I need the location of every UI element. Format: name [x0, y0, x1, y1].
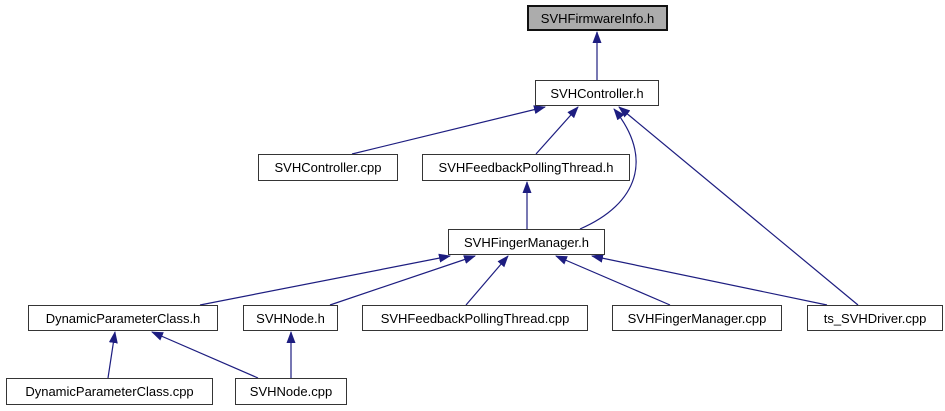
node-svhfingermanager-cpp[interactable]: SVHFingerManager.cpp [612, 305, 782, 331]
edge-svhnode-cpp-to-dynamicparameterclass-h [151, 331, 259, 379]
edge-svhfingermanager-cpp-to-svhfingermanager-h [555, 255, 671, 306]
edge-dynamicparameterclass-cpp-to-dynamicparameterclass-h [107, 331, 118, 379]
edge-svhfeedbackpollingthread-h-to-svhcontroller-h [535, 106, 579, 155]
edge-svhcontroller-cpp-to-svhcontroller-h [351, 105, 546, 155]
node-svhfingermanager-h[interactable]: SVHFingerManager.h [448, 229, 605, 255]
edge-ts-svhdriver-cpp-to-svhfingermanager-h [591, 253, 828, 306]
node-ts-svhdriver-cpp[interactable]: ts_SVHDriver.cpp [807, 305, 943, 331]
node-dynamicparameterclass-h[interactable]: DynamicParameterClass.h [28, 305, 218, 331]
node-svhfeedbackpollingthread-cpp[interactable]: SVHFeedbackPollingThread.cpp [362, 305, 588, 331]
node-svhfeedbackpollingthread-h[interactable]: SVHFeedbackPollingThread.h [422, 154, 630, 181]
node-dynamicparameterclass-cpp[interactable]: DynamicParameterClass.cpp [6, 378, 213, 405]
node-svhcontroller-cpp[interactable]: SVHController.cpp [258, 154, 398, 181]
edge-svhfingermanager-h-to-svhcontroller-h [579, 108, 637, 230]
edge-dynamicparameterclass-h-to-svhfingermanager-h [199, 253, 451, 306]
node-svhcontroller-h[interactable]: SVHController.h [535, 80, 659, 106]
node-svhfirmwareinfo-h: SVHFirmwareInfo.h [527, 5, 668, 31]
edge-ts-svhdriver-cpp-to-svhcontroller-h [618, 106, 859, 306]
node-svhnode-h[interactable]: SVHNode.h [243, 305, 338, 331]
node-svhnode-cpp[interactable]: SVHNode.cpp [235, 378, 347, 405]
edge-svhnode-h-to-svhfingermanager-h [329, 255, 476, 306]
edge-svhfeedbackpollingthread-cpp-to-svhfingermanager-h [465, 255, 509, 306]
